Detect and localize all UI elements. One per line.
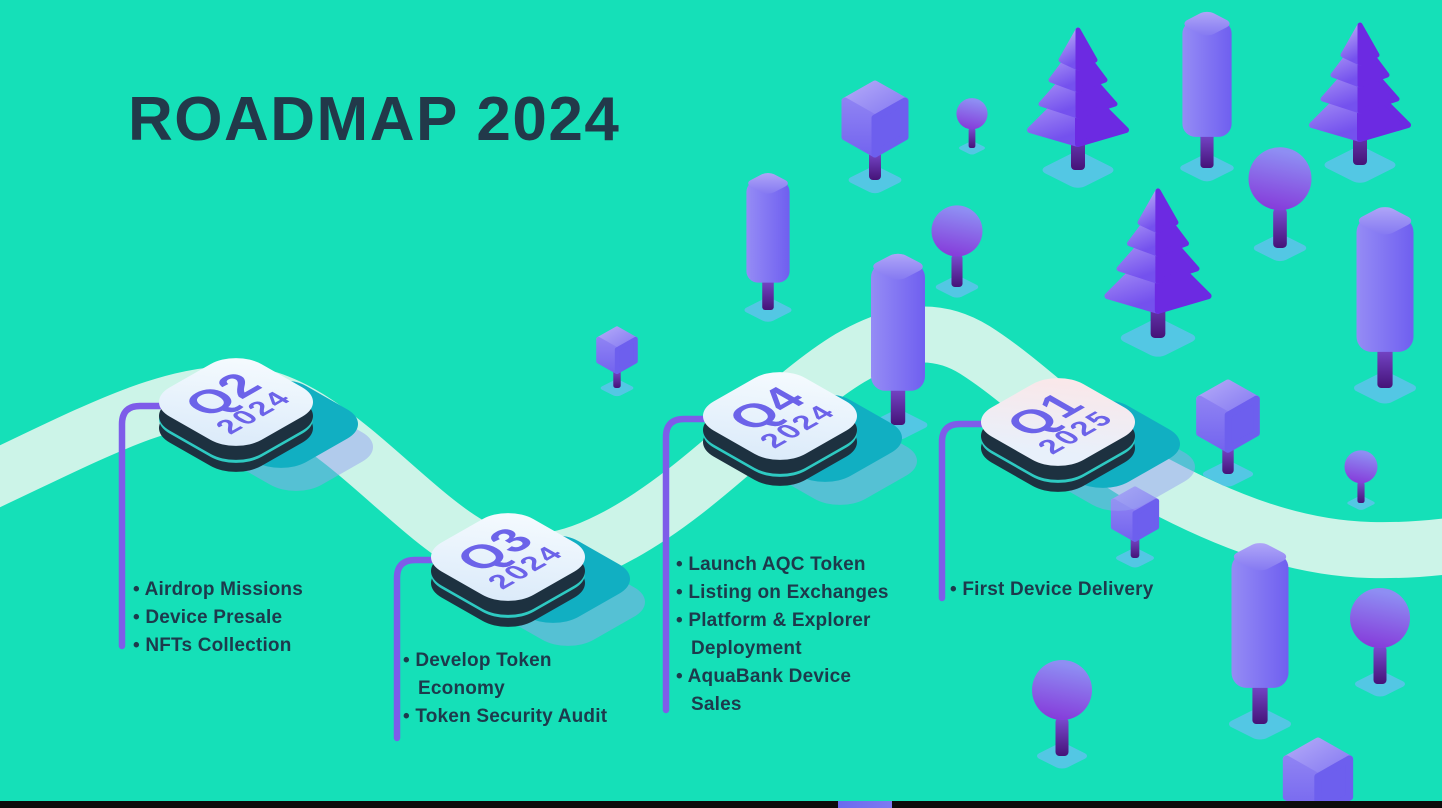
connector-q1 bbox=[938, 420, 998, 602]
box-tree-icon bbox=[1176, 9, 1238, 184]
pine-tree-icon bbox=[1030, 30, 1126, 190]
bottom-bar bbox=[0, 801, 1442, 808]
connector-q4 bbox=[662, 415, 718, 714]
sphere-tree-icon bbox=[1032, 660, 1092, 771]
milestone-list-q4-2024: • Launch AQC Token • Listing on Exchanges… bbox=[676, 551, 889, 719]
cube-tree-icon bbox=[1200, 383, 1257, 488]
connector-q3 bbox=[393, 556, 452, 742]
cube-tree-icon bbox=[598, 328, 635, 397]
roadmap-list-item: • Listing on Exchanges bbox=[676, 582, 889, 603]
roadmap-list-item: • Launch AQC Token bbox=[676, 554, 866, 575]
milestone-list-q1-2025: • First Device Delivery bbox=[950, 576, 1153, 604]
box-tree-icon bbox=[1225, 540, 1295, 742]
bottom-bar-accent bbox=[838, 801, 892, 808]
box-tree-icon bbox=[1350, 204, 1420, 406]
connector-q2 bbox=[118, 402, 174, 650]
roadmap-list-item: • Token Security Audit bbox=[403, 706, 608, 727]
roadmap-list-item: • Device Presale bbox=[133, 607, 283, 628]
cube-tree-icon bbox=[1287, 741, 1350, 808]
pine-tree-icon bbox=[1312, 25, 1408, 185]
pine-tree-icon bbox=[1108, 191, 1209, 359]
roadmap-list-item: • First Device Delivery bbox=[950, 579, 1154, 600]
sphere-tree-icon bbox=[1248, 147, 1312, 263]
sphere-tree-icon bbox=[1350, 588, 1410, 699]
sphere-tree-icon bbox=[1344, 450, 1378, 511]
box-tree-icon bbox=[741, 171, 795, 324]
page-title: ROADMAP 2024 bbox=[128, 85, 621, 154]
roadmap-list-item: • Airdrop Missions bbox=[133, 579, 304, 600]
milestone-list-q2-2024: • Airdrop Missions • Device Presale • NFTs… bbox=[133, 576, 303, 660]
sphere-tree-icon bbox=[956, 98, 988, 156]
roadmap-list-item: • NFTs Collection bbox=[133, 635, 292, 656]
sphere-tree-icon bbox=[931, 205, 983, 300]
cube-tree-icon bbox=[845, 84, 905, 195]
